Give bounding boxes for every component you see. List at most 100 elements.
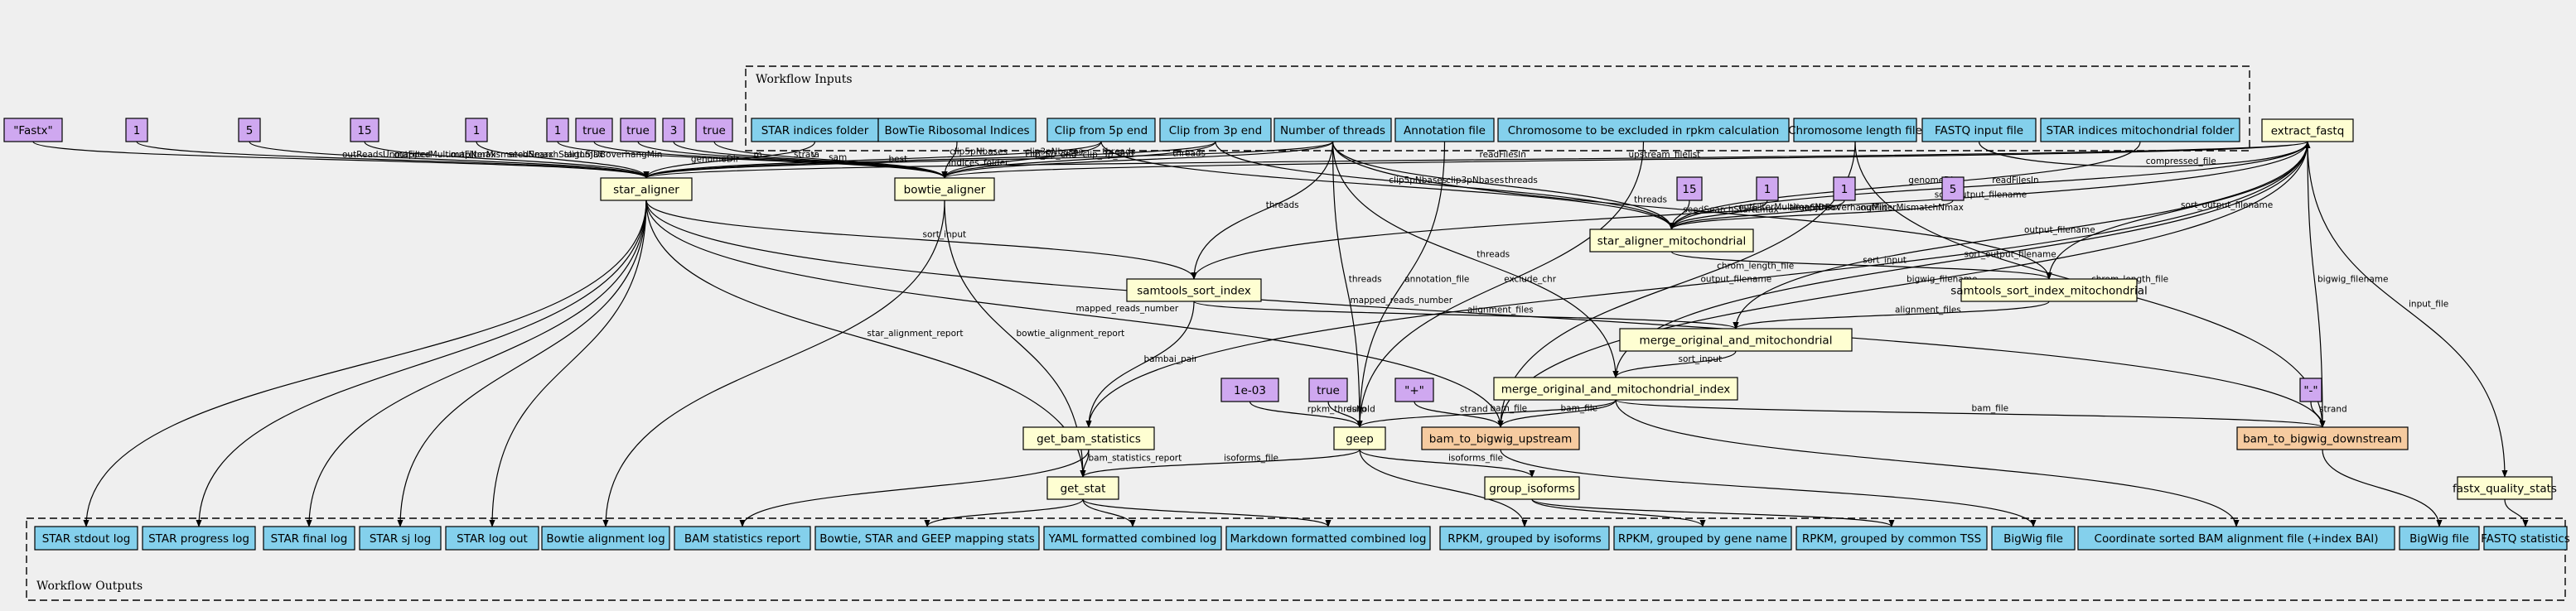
edges-layer: compressed_fileoutReadsUnmappedoutFilter…	[32, 141, 2529, 527]
output-node-box	[1795, 526, 1988, 551]
step-node-box	[1484, 476, 1580, 500]
edge-label-outreadsunmapped: outReadsUnmapped	[342, 150, 431, 160]
input-node-box	[1046, 118, 1156, 142]
edge-in-clip3-to-s-star-aligner	[643, 141, 1216, 179]
edge-in-threads-to-s-star-aligner	[643, 141, 1334, 179]
param-node-box	[546, 118, 569, 142]
edge-s-geep-to-s-get-stat	[1080, 449, 1360, 478]
step-node-box	[1493, 377, 1738, 401]
edge-label-threads: threads	[1266, 200, 1299, 210]
edge-s-star-aligner-to-s-get-stat	[645, 200, 1086, 478]
step-node-label: samtools_sort_index	[1137, 285, 1251, 298]
param-node-box	[2299, 378, 2322, 402]
param-node-p-1d: 1	[1756, 176, 1779, 201]
edge-label-threads: threads	[1476, 250, 1510, 260]
output-node-o-fastq-stats: FASTQ statistics	[2481, 526, 2570, 551]
edge-label-chrom-length-file: chrom_length_file	[1717, 261, 1794, 271]
param-node-label: 1	[133, 124, 141, 137]
edge-label-star-alignment-report: star_alignment_report	[868, 329, 964, 339]
param-node-label: "-"	[2303, 384, 2317, 397]
edge-label-bam-file: bam_file	[1972, 404, 2009, 414]
param-node-label: "Fastx"	[13, 124, 53, 137]
edge-s-star-mito-to-s-sort-index-mito	[1670, 251, 2052, 280]
edge-s-extract-fastq-to-s-bw-down	[2307, 141, 2326, 428]
edge-label-sort-output-filename: sort_output_filename	[2181, 200, 2273, 210]
output-node-label: STAR progress log	[148, 532, 249, 546]
param-node-box	[695, 118, 733, 142]
edge-s-bw-up-to-o-bigwig1	[1500, 449, 2037, 527]
output-node-o-bigwig2: BigWig file	[2399, 526, 2480, 551]
edge-label-alignment-files: alignment_files	[1895, 306, 1961, 315]
output-node-o-bigwig1: BigWig file	[1991, 526, 2076, 551]
step-node-box	[1589, 229, 1754, 253]
edge-s-star-aligner-to-o-sj	[397, 200, 647, 527]
edge-s-extract-fastq-to-s-bowtie-aligner	[941, 141, 2308, 179]
edge-label-input-file: input_file	[2409, 300, 2448, 310]
input-node-in-exclude-chr: Chromosome to be excluded in rpkm calcul…	[1497, 118, 1790, 142]
param-node-p-3: 3	[662, 118, 685, 142]
edge-s-sort-index-mito-to-s-merge	[1733, 301, 2050, 330]
edge-s-star-aligner-to-s-bw-down	[645, 200, 2326, 428]
param-node-box	[125, 118, 148, 142]
step-node-s-extract-fastq: extract_fastq	[2261, 118, 2354, 142]
edge-label-rpkm-threshold: rpkm_threshold	[1307, 405, 1375, 415]
edge-s-group-isoforms-to-o-rpkm-tss	[1531, 498, 1895, 527]
output-node-o-mapping-stats: Bowtie, STAR and GEEP mapping stats	[814, 526, 1040, 551]
edge-in-threads-to-s-merge-index	[1331, 141, 1619, 378]
edge-label-v: v	[812, 150, 817, 160]
input-node-box	[1497, 118, 1790, 142]
input-node-box	[877, 118, 1037, 142]
input-node-in-threads: Number of threads	[1274, 118, 1392, 142]
step-node-s-sort-index: samtools_sort_index	[1126, 278, 1262, 302]
output-node-label: RPKM, grouped by isoforms	[1447, 532, 1601, 546]
edge-s-bowtie-aligner-to-o-bowtie-log	[602, 200, 945, 527]
edge-p-minus-to-s-bw-down	[2310, 401, 2326, 428]
param-node-label: true	[582, 124, 606, 137]
output-node-box	[1991, 526, 2076, 551]
output-node-box	[2483, 526, 2568, 551]
input-node-label: Clip from 5p end	[1055, 124, 1148, 137]
edge-s-fastx-stats-to-o-fastq-stats	[2504, 498, 2529, 527]
param-node-p-1a: 1	[125, 118, 148, 142]
edge-label-isoforms-file: isoforms_file	[1448, 454, 1503, 464]
step-node-box	[2236, 426, 2409, 450]
edge-s-extract-fastq-to-s-bw-up	[1497, 141, 2308, 428]
output-node-label: Markdown formatted combined log	[1230, 532, 1427, 546]
edge-p-5a-to-s-star-aligner	[249, 141, 650, 179]
edge-label-isoforms-file: isoforms_file	[1224, 454, 1278, 464]
step-node-s-star-mito: star_aligner_mitochondrial	[1589, 229, 1754, 253]
param-node-p-1e03: 1e-03	[1220, 378, 1279, 402]
edge-s-star-aligner-to-s-sort-index	[645, 200, 1197, 280]
input-node-in-annotation: Annotation file	[1394, 118, 1495, 142]
edge-label-sort-output-filename: sort_output_filename	[1965, 250, 2056, 260]
edge-p-3-to-s-bowtie-aligner	[673, 141, 948, 179]
step-node-s-group-isoforms: group_isoforms	[1484, 476, 1580, 500]
output-node-label: BAM statistics report	[684, 532, 800, 546]
param-node-p-5a: 5	[238, 118, 261, 142]
edge-s-bw-down-to-o-bigwig2	[2322, 449, 2443, 527]
output-node-o-rpkm-iso: RPKM, grouped by isoforms	[1439, 526, 1610, 551]
step-node-box	[1960, 278, 2138, 302]
step-node-box	[1022, 426, 1155, 450]
param-node-label: 1	[1841, 183, 1849, 196]
step-node-s-bowtie-aligner: bowtie_aligner	[894, 177, 995, 201]
output-node-o-yaml: YAML formatted combined log	[1043, 526, 1222, 551]
output-node-label: FASTQ statistics	[2481, 532, 2570, 546]
edge-in-threads-to-s-sort-index-mito	[1331, 141, 2052, 280]
input-node-box	[2040, 118, 2240, 142]
output-node-box	[359, 526, 442, 551]
step-node-label: extract_fastq	[2271, 125, 2345, 138]
edge-label-bambai-pair: bambai_pair	[1144, 354, 1199, 364]
edge-label-output-filename: output_filename	[2024, 225, 2095, 235]
edge-label-threads: threads	[1102, 147, 1135, 157]
edge-s-geep-to-s-group-isoforms	[1359, 449, 1535, 478]
edge-label-strand: strand	[1460, 405, 1488, 415]
edge-s-star-aligner-to-o-stdout	[83, 200, 647, 527]
step-node-label: group_isoforms	[1489, 483, 1575, 496]
edge-label-output-filename: output_filename	[1701, 274, 1772, 284]
step-node-s-bw-down: bam_to_bigwig_downstream	[2236, 426, 2409, 450]
output-node-box	[674, 526, 811, 551]
edge-label-clip-3p-end: clip_3p_end	[1083, 150, 1134, 160]
output-node-o-logout: STAR log out	[445, 526, 539, 551]
